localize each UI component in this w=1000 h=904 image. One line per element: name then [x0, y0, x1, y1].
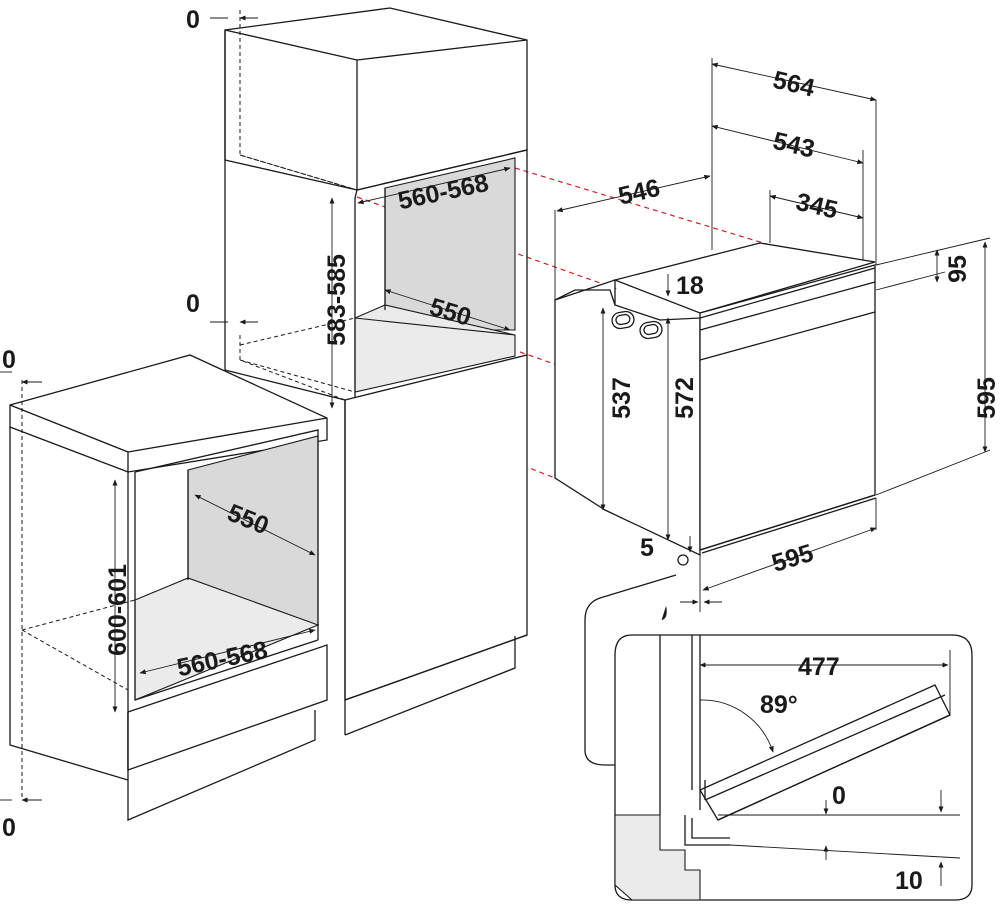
total-depth-label: 564: [770, 66, 817, 103]
body-depth-label: 543: [770, 127, 817, 164]
top-offset-label: 18: [676, 272, 704, 300]
clearance-top-label: 0: [832, 782, 846, 810]
under-bottom-gap-label: 0: [2, 814, 16, 842]
door-detail-labels: 477 89° 0 10: [760, 653, 923, 895]
tall-top-gap-label: 0: [186, 6, 200, 34]
door-detail: [584, 574, 973, 901]
tall-niche-height-label: 583-585: [323, 254, 351, 346]
body-height-label: 572: [671, 377, 699, 419]
front-width-label: 595: [769, 539, 817, 578]
open-angle-label: 89°: [760, 691, 798, 719]
under-top-gap-label: 0: [2, 346, 16, 374]
open-depth-label: 477: [798, 653, 840, 681]
casing-depth-label: 546: [616, 174, 663, 211]
clearance-bottom-label: 10: [895, 867, 923, 895]
under-counter-cabinet: [0, 354, 328, 821]
control-panel-height-label: 95: [944, 255, 972, 283]
front-height-label: 595: [973, 377, 1000, 419]
oven-dimensions: [554, 58, 991, 612]
bottom-offset-label: 5: [640, 534, 654, 562]
rear-depth-label: 345: [793, 188, 840, 225]
body-height-rear-label: 537: [608, 377, 636, 419]
tall-cabinet: [210, 7, 528, 736]
tall-side-gap-label: 0: [186, 290, 200, 318]
under-niche-height-label: 600-601: [104, 564, 132, 656]
oven: [554, 242, 877, 566]
